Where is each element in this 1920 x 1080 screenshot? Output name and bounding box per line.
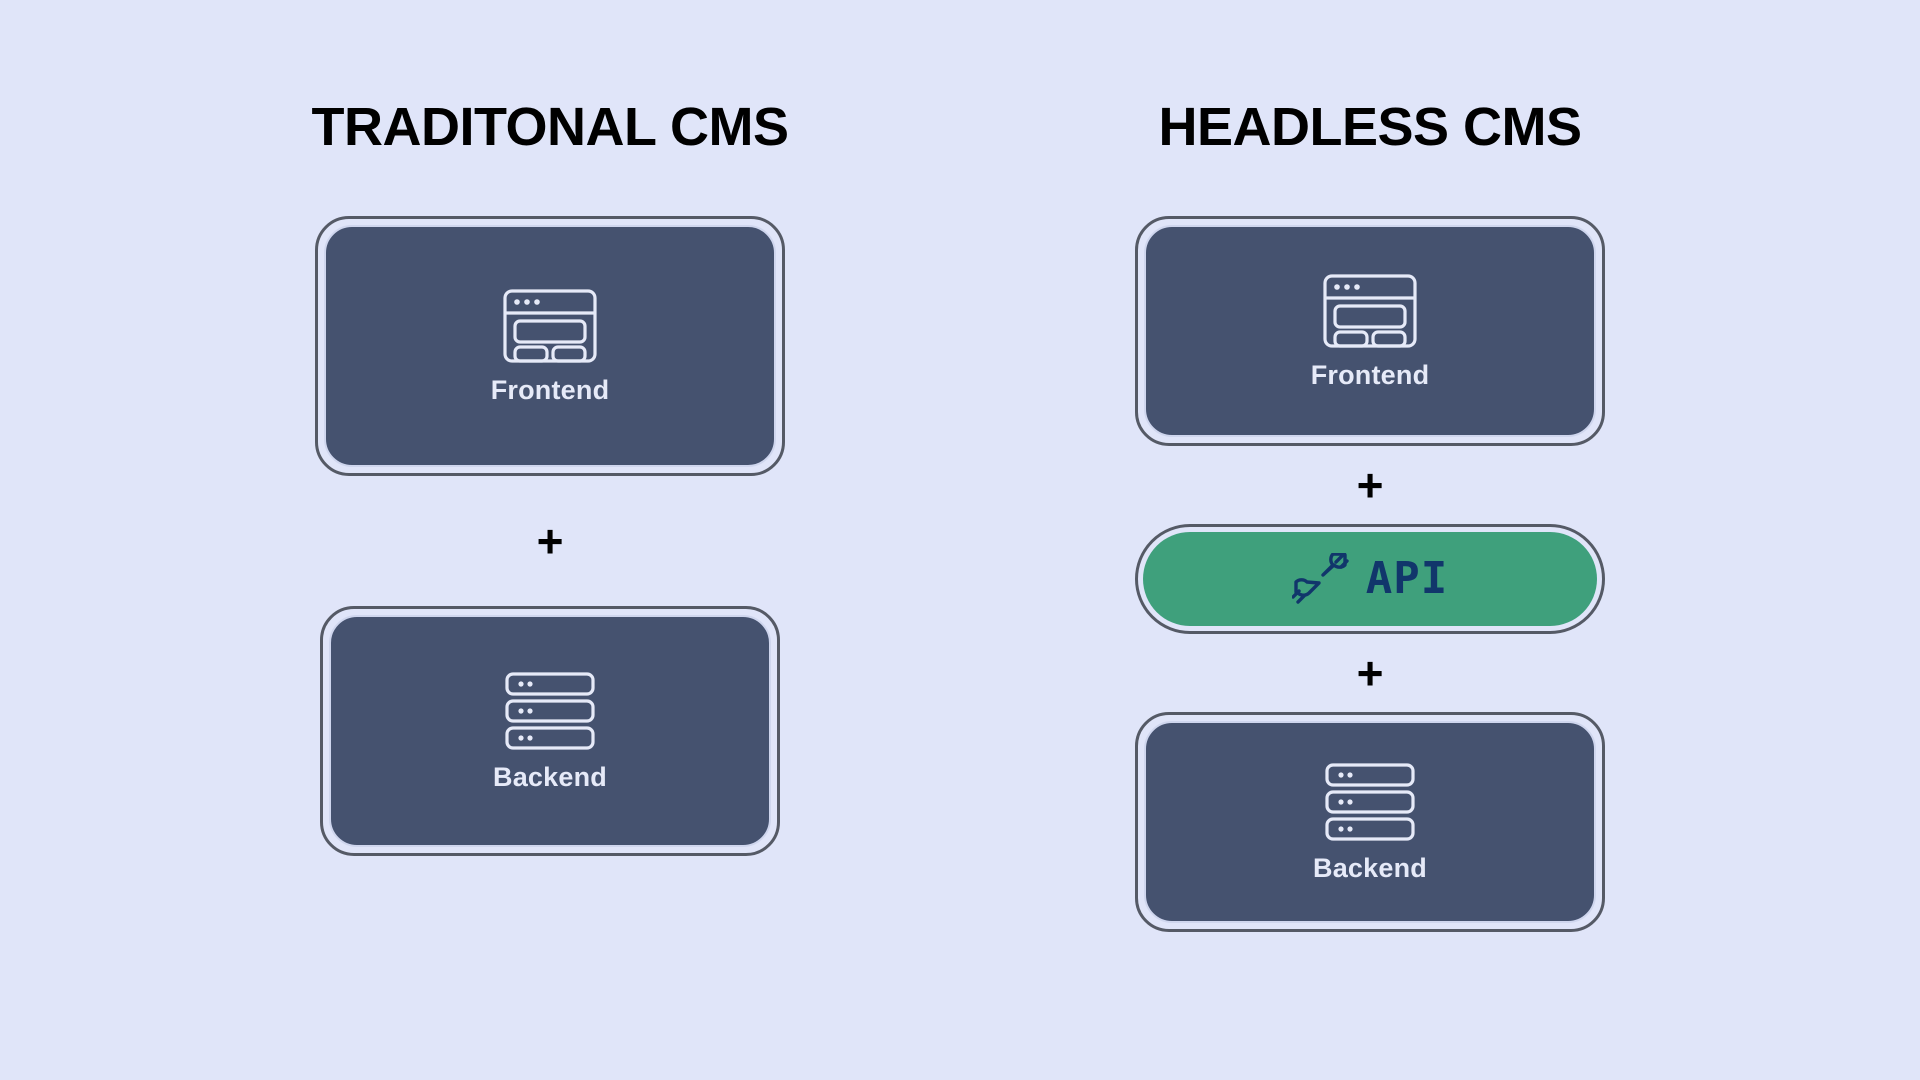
api-pill[interactable]: API [1135,524,1605,634]
page-title-headless: HEADLESS CMS [1158,97,1582,157]
card-label-frontend: Frontend [490,374,610,405]
server-stack-icon [1325,762,1415,841]
card-inner: Frontend [324,225,776,467]
card-backend-headless[interactable]: Backend [1135,712,1605,932]
card-label-backend: Backend [1313,852,1427,883]
card-inner: Backend [1144,721,1596,923]
api-label: API [1365,553,1449,604]
column-headless-cms: HEADLESS CMS Frontend [1000,0,1740,1080]
card-frontend-traditional[interactable]: Frontend [315,216,785,476]
column-traditional-cms: TRADITONAL CMS Frontend [180,0,920,1080]
card-backend-traditional[interactable]: Backend [320,606,780,856]
card-inner: Frontend [1144,225,1596,437]
browser-window-icon [503,288,597,363]
card-label-frontend: Frontend [1310,359,1430,390]
plug-connector-icon [1291,553,1350,605]
card-frontend-headless[interactable]: Frontend [1135,216,1605,446]
server-stack-icon [505,671,595,750]
page-title-traditional: TRADITONAL CMS [311,97,790,157]
plus-symbol: + [1356,459,1384,511]
operator-plus-headless-lower: + [1357,650,1384,696]
plus-symbol: + [536,515,564,567]
operator-plus-traditional: + [537,518,564,564]
operator-plus-headless-upper: + [1357,462,1384,508]
browser-window-icon [1323,273,1417,348]
card-inner: Backend [329,615,771,847]
api-pill-inner: API [1143,532,1597,626]
plus-symbol: + [1356,647,1384,699]
card-label-backend: Backend [493,761,607,792]
